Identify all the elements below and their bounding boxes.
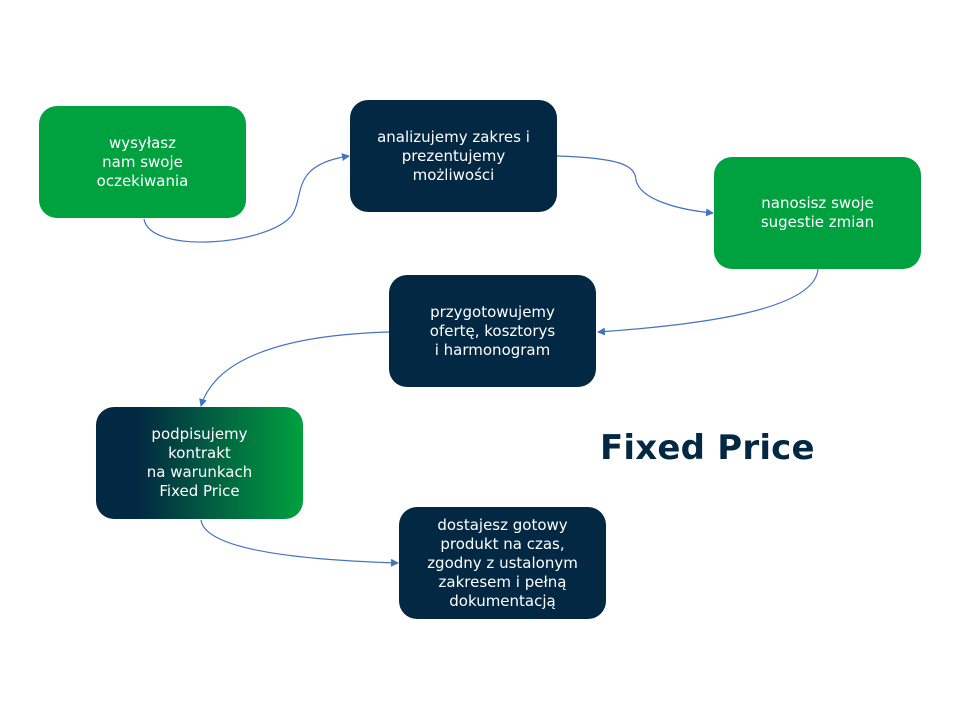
step-1-send-expectations: wysyłasz nam swoje oczekiwania	[39, 106, 246, 218]
step-4-prepare-offer: przygotowujemy ofertę, kosztorys i harmo…	[389, 275, 596, 387]
diagram-title: Fixed Price	[600, 428, 815, 468]
step-3-suggest-changes: nanosisz swoje sugestie zmian	[714, 157, 921, 269]
connector-4-5	[199, 331, 390, 407]
connector-2-3	[556, 155, 714, 217]
step-2-analyze-scope: analizujemy zakres i prezentujemy możliw…	[350, 100, 557, 212]
connector-3-4	[597, 268, 819, 336]
step-6-receive-product: dostajesz gotowy produkt na czas, zgodny…	[399, 507, 606, 619]
step-5-sign-contract: podpisujemy kontrakt na warunkach Fixed …	[96, 407, 303, 519]
connector-5-6	[200, 519, 399, 567]
